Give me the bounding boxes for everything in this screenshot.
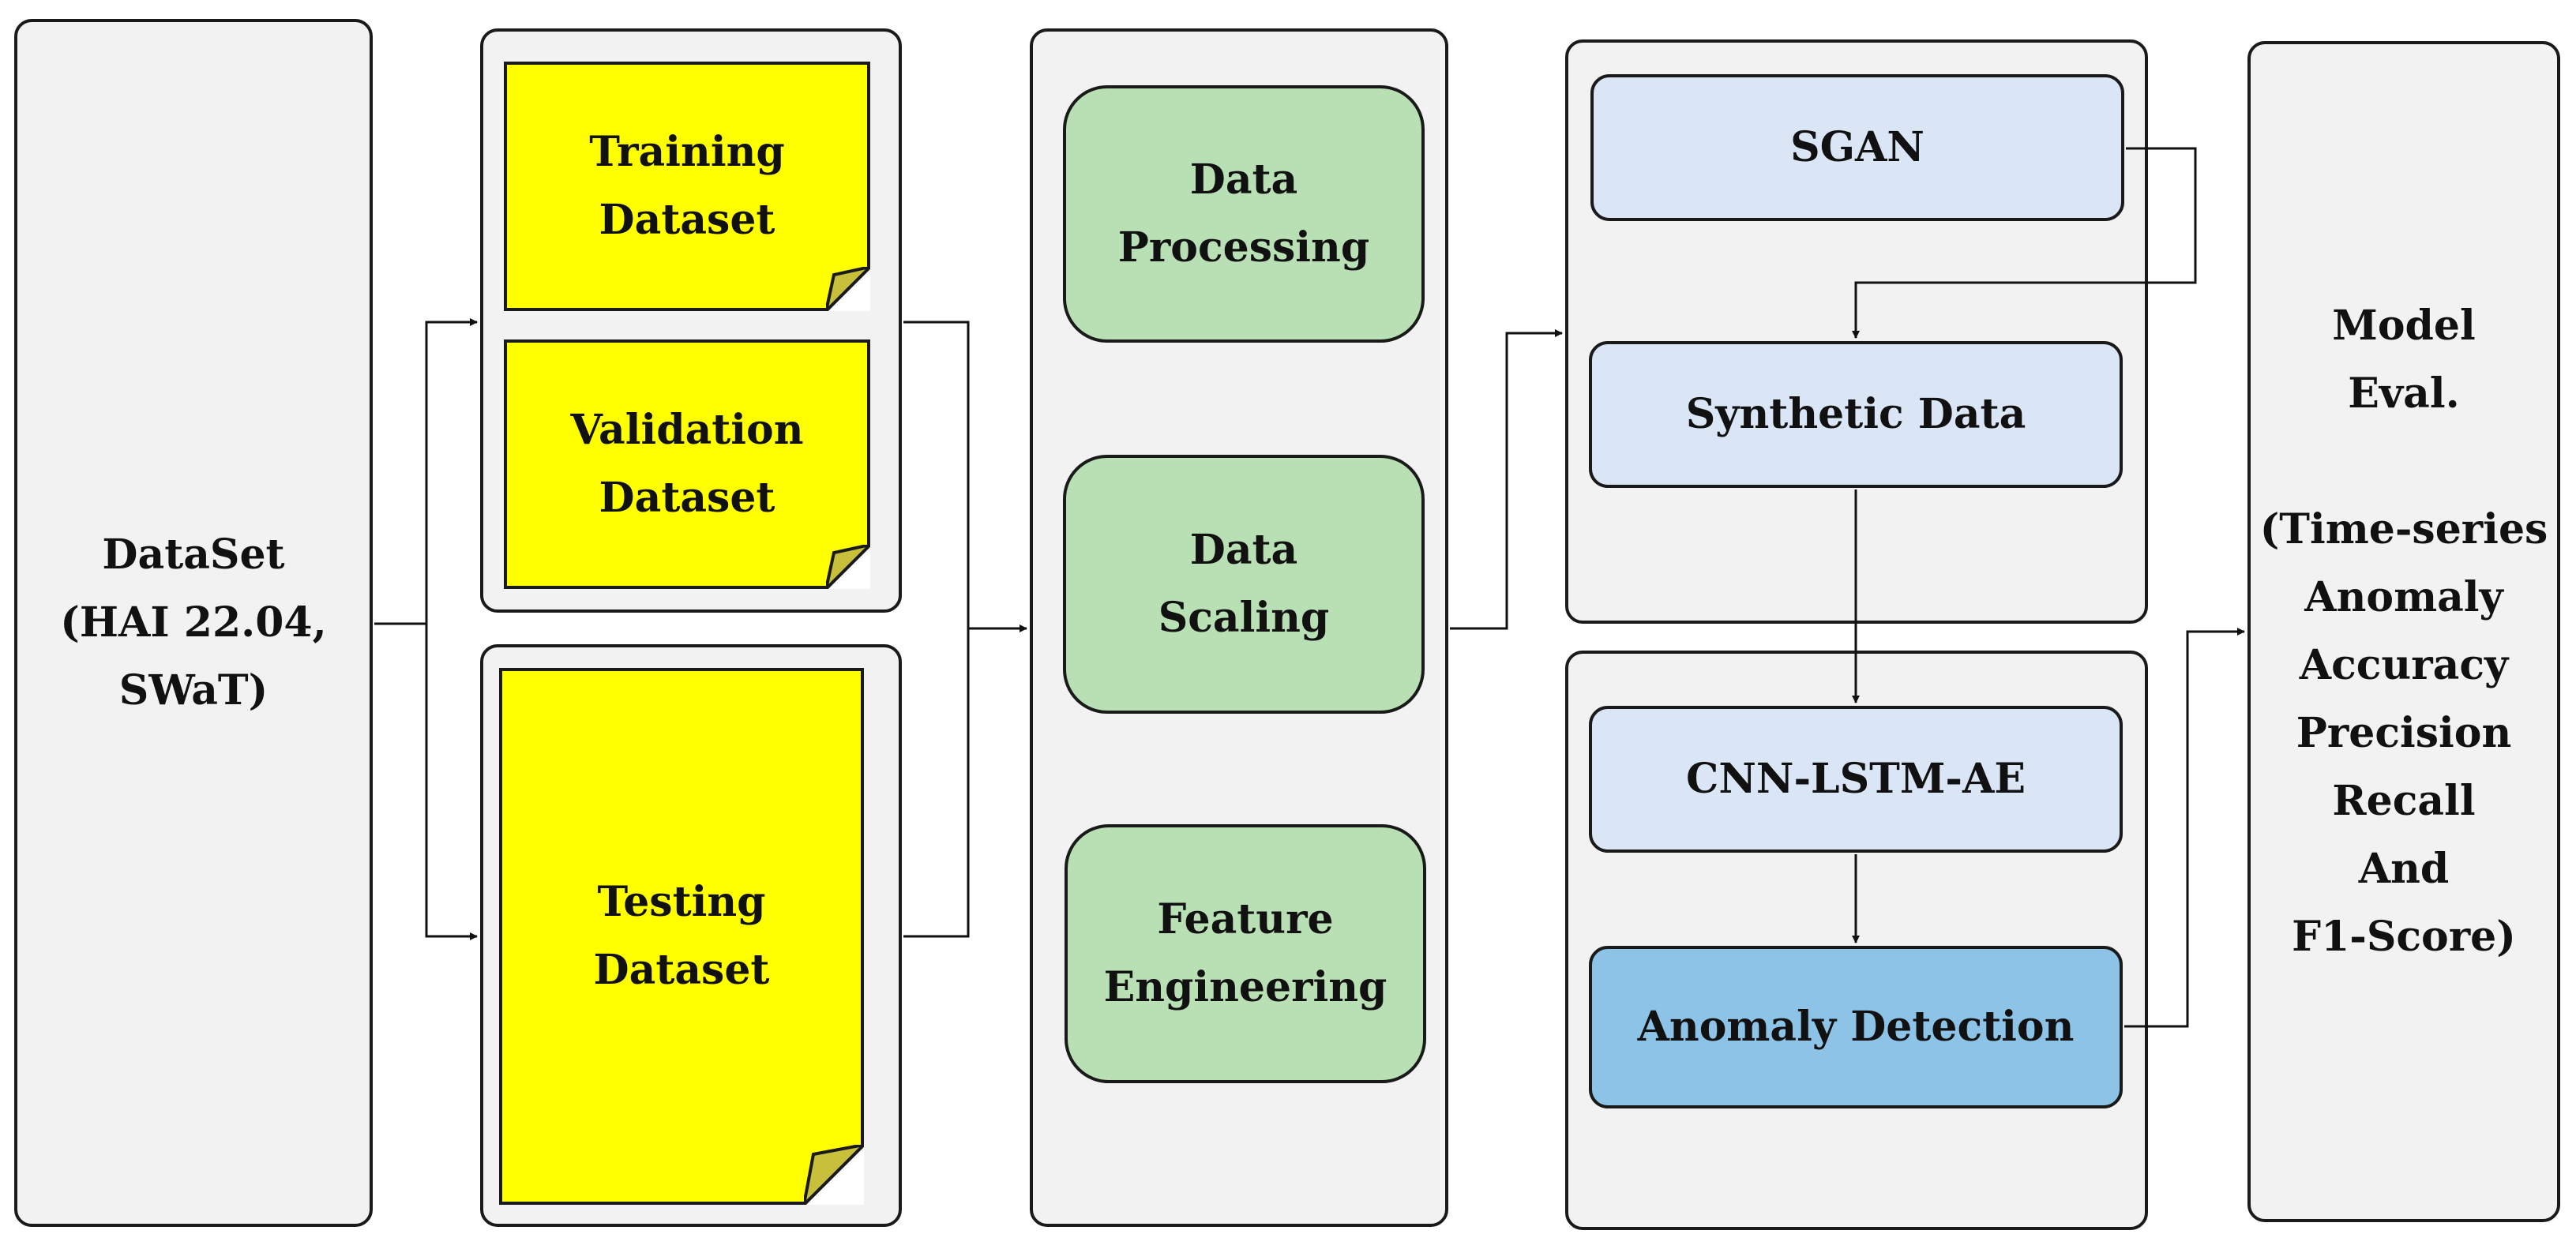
data-scaling-box: Data Scaling [1063,455,1425,714]
evaluation-panel: Model Eval. (Time-series Anomaly Accurac… [2247,41,2560,1222]
training-dataset-note: Training Dataset [504,62,870,311]
arrow-to-train-validation [425,318,478,624]
arrow-to-evaluation [2124,628,2245,1028]
testing-dataset-note: Testing Dataset [499,668,864,1205]
cnn-lstm-ae-box: CNN-LSTM-AE [1589,706,2123,853]
page-fold-icon [826,545,870,589]
sgan-box: SGAN [1590,74,2124,221]
page-fold-icon [804,1145,864,1205]
page-fold-icon [826,267,870,311]
testing-dataset-label: Testing Dataset [593,878,770,994]
dataset-panel: DataSet (HAI 22.04, SWaT) [14,19,373,1227]
arrow-to-testing [425,624,478,940]
validation-dataset-note: Validation Dataset [504,339,870,589]
validation-dataset-label: Validation Dataset [570,406,804,522]
training-dataset-label: Training Dataset [589,128,785,244]
anomaly-detection-box: Anomaly Detection [1589,946,2123,1108]
synthetic-data-box: Synthetic Data [1589,341,2123,488]
feature-engineering-box: Feature Engineering [1065,824,1426,1083]
dataset-label: DataSet (HAI 22.04, SWaT) [60,531,327,715]
arrow-sgan-to-synthetic [1852,147,2197,339]
evaluation-label: Model Eval. (Time-series Anomaly Accurac… [2259,302,2548,961]
train-validation-out-line [903,321,970,938]
arrow-to-generation [1450,329,1563,630]
data-processing-box: Data Processing [1063,85,1425,343]
